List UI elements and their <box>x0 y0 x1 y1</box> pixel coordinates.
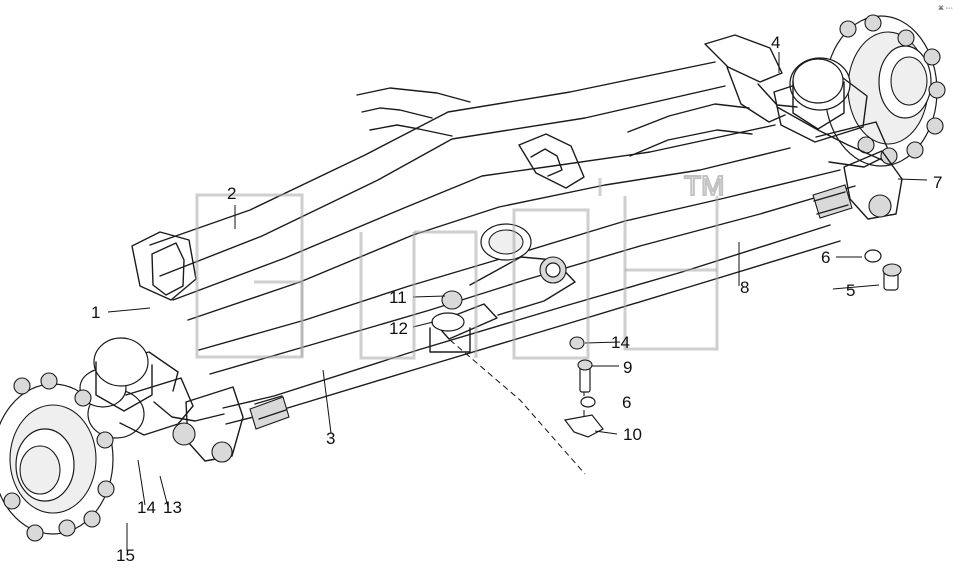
watermark-trademark: TM <box>684 170 724 201</box>
tie-rod <box>222 184 853 430</box>
axle-frame <box>131 34 856 375</box>
drag-link-assembly <box>429 223 586 475</box>
corner-mark: ⌘ ◦◦◦ <box>937 6 953 12</box>
leader-lines <box>107 52 928 551</box>
hardware-items <box>563 249 902 438</box>
callout-14-right: 14 <box>611 333 630 352</box>
callout-3: 3 <box>326 429 335 448</box>
callout-6-lower: 6 <box>622 393 631 412</box>
callout-9: 9 <box>623 358 632 377</box>
callout-2: 2 <box>227 184 236 203</box>
callout-1: 1 <box>91 303 100 322</box>
knuckle-assemblies <box>93 58 903 463</box>
callout-labels: 1 2 3 4 5 6 7 8 9 6 10 11 12 13 14 14 15 <box>91 33 942 565</box>
callout-4: 4 <box>771 33 780 52</box>
callout-6-upper: 6 <box>821 248 830 267</box>
callout-11: 11 <box>389 288 407 307</box>
callout-5: 5 <box>846 281 855 300</box>
callout-15: 15 <box>116 546 135 565</box>
callout-14-left: 14 <box>137 498 156 517</box>
callout-7: 7 <box>933 173 942 192</box>
callout-10: 10 <box>623 425 642 444</box>
callout-8: 8 <box>740 278 749 297</box>
callout-12: 12 <box>389 319 408 338</box>
watermark: TM <box>195 169 725 360</box>
left-wheel-hub <box>0 351 225 542</box>
callout-13: 13 <box>163 498 182 517</box>
